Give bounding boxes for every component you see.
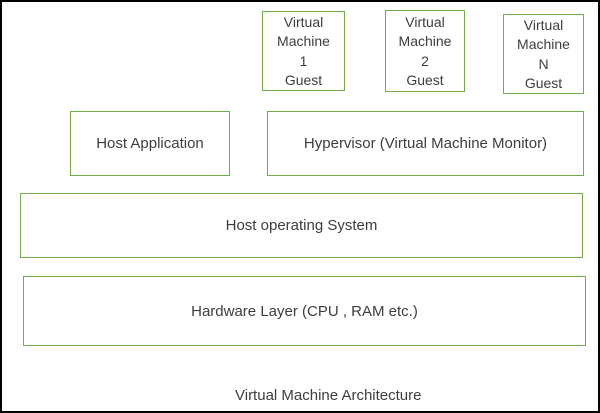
- hypervisor-box: Hypervisor (Virtual Machine Monitor): [267, 111, 584, 176]
- vm-guest-box-n: Virtual Machine N Guest: [503, 14, 584, 94]
- vm-box-line: Virtual: [283, 13, 324, 30]
- vm-box-line: Machine: [398, 33, 452, 49]
- hardware-layer-label: Hardware Layer (CPU , RAM etc.): [191, 302, 418, 320]
- host-application-label: Host Application: [96, 135, 204, 152]
- vm-box-line: Virtual: [405, 13, 445, 30]
- vm-box-line: Machine: [277, 33, 330, 49]
- vm-box-line: Guest: [284, 72, 323, 88]
- vm-guest-box-2: Virtual Machine 2 Guest: [385, 10, 465, 92]
- vm-box-line: Guest: [406, 72, 444, 88]
- host-os-label: Host operating System: [225, 217, 378, 234]
- vm-guest-box-1: Virtual Machine 1 Guest: [262, 11, 345, 91]
- vm-box-line: 2: [421, 52, 429, 69]
- vm-box-line: Guest: [524, 75, 563, 91]
- vm-box-line: Machine: [517, 36, 570, 52]
- vm-box-line: Virtual: [523, 16, 564, 33]
- diagram-caption: Virtual Machine Architecture: [235, 387, 422, 404]
- vm-box-line: N: [538, 55, 549, 72]
- hardware-layer-box: Hardware Layer (CPU , RAM etc.): [23, 276, 586, 346]
- hypervisor-label: Hypervisor (Virtual Machine Monitor): [303, 135, 548, 152]
- vm-box-line: 1: [299, 52, 308, 69]
- host-application-box: Host Application: [70, 111, 230, 176]
- host-os-box: Host operating System: [20, 193, 583, 258]
